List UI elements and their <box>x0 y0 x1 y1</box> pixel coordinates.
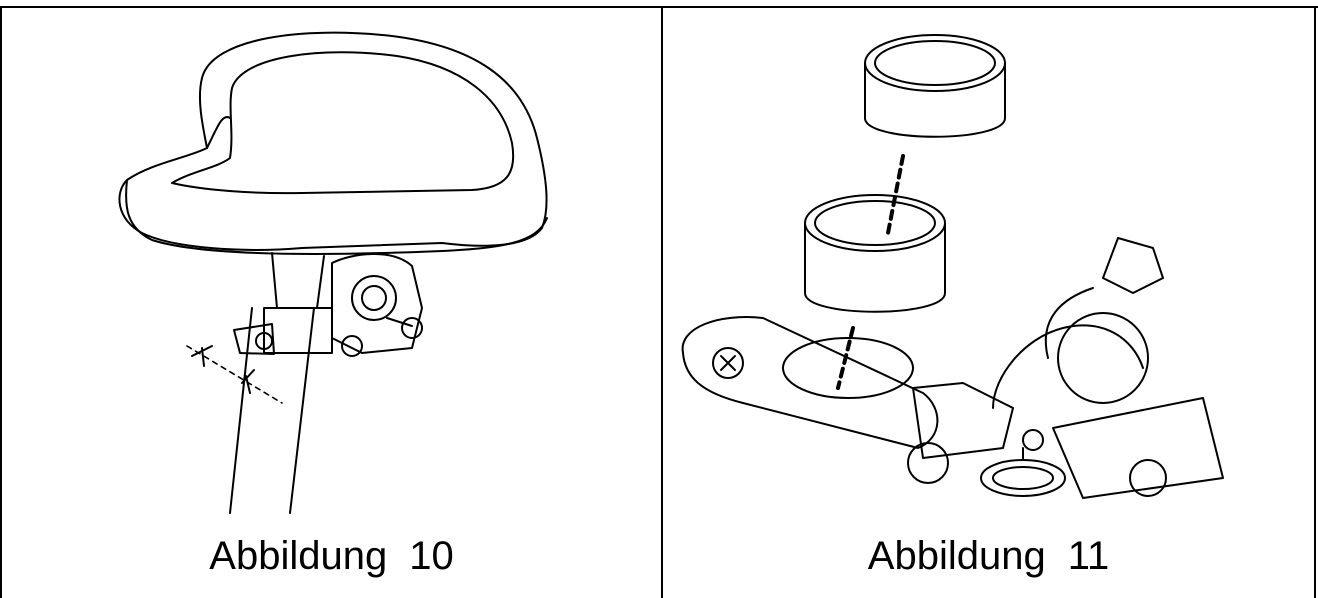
figure-11-panel: Abbildung 11 <box>663 8 1314 598</box>
figure-11-caption: Abbildung 11 <box>663 534 1314 579</box>
table-right-border <box>1314 6 1316 598</box>
table-top-border <box>0 6 1318 8</box>
figure-10-caption: Abbildung 10 <box>2 534 661 579</box>
table-left-border <box>0 6 2 598</box>
seat-mount-drawing <box>118 31 548 514</box>
seat-clamp-bushings-exploded-drawing <box>681 34 1224 499</box>
figure-10-panel: Abbildung 10 <box>2 8 661 598</box>
table-divider <box>661 6 663 598</box>
figure-11-caption-number: 11 <box>1067 534 1110 578</box>
figure-10-caption-word: Abbildung <box>209 534 388 578</box>
figure-10-caption-number: 10 <box>409 534 454 578</box>
figure-11-caption-word: Abbildung <box>867 534 1046 578</box>
